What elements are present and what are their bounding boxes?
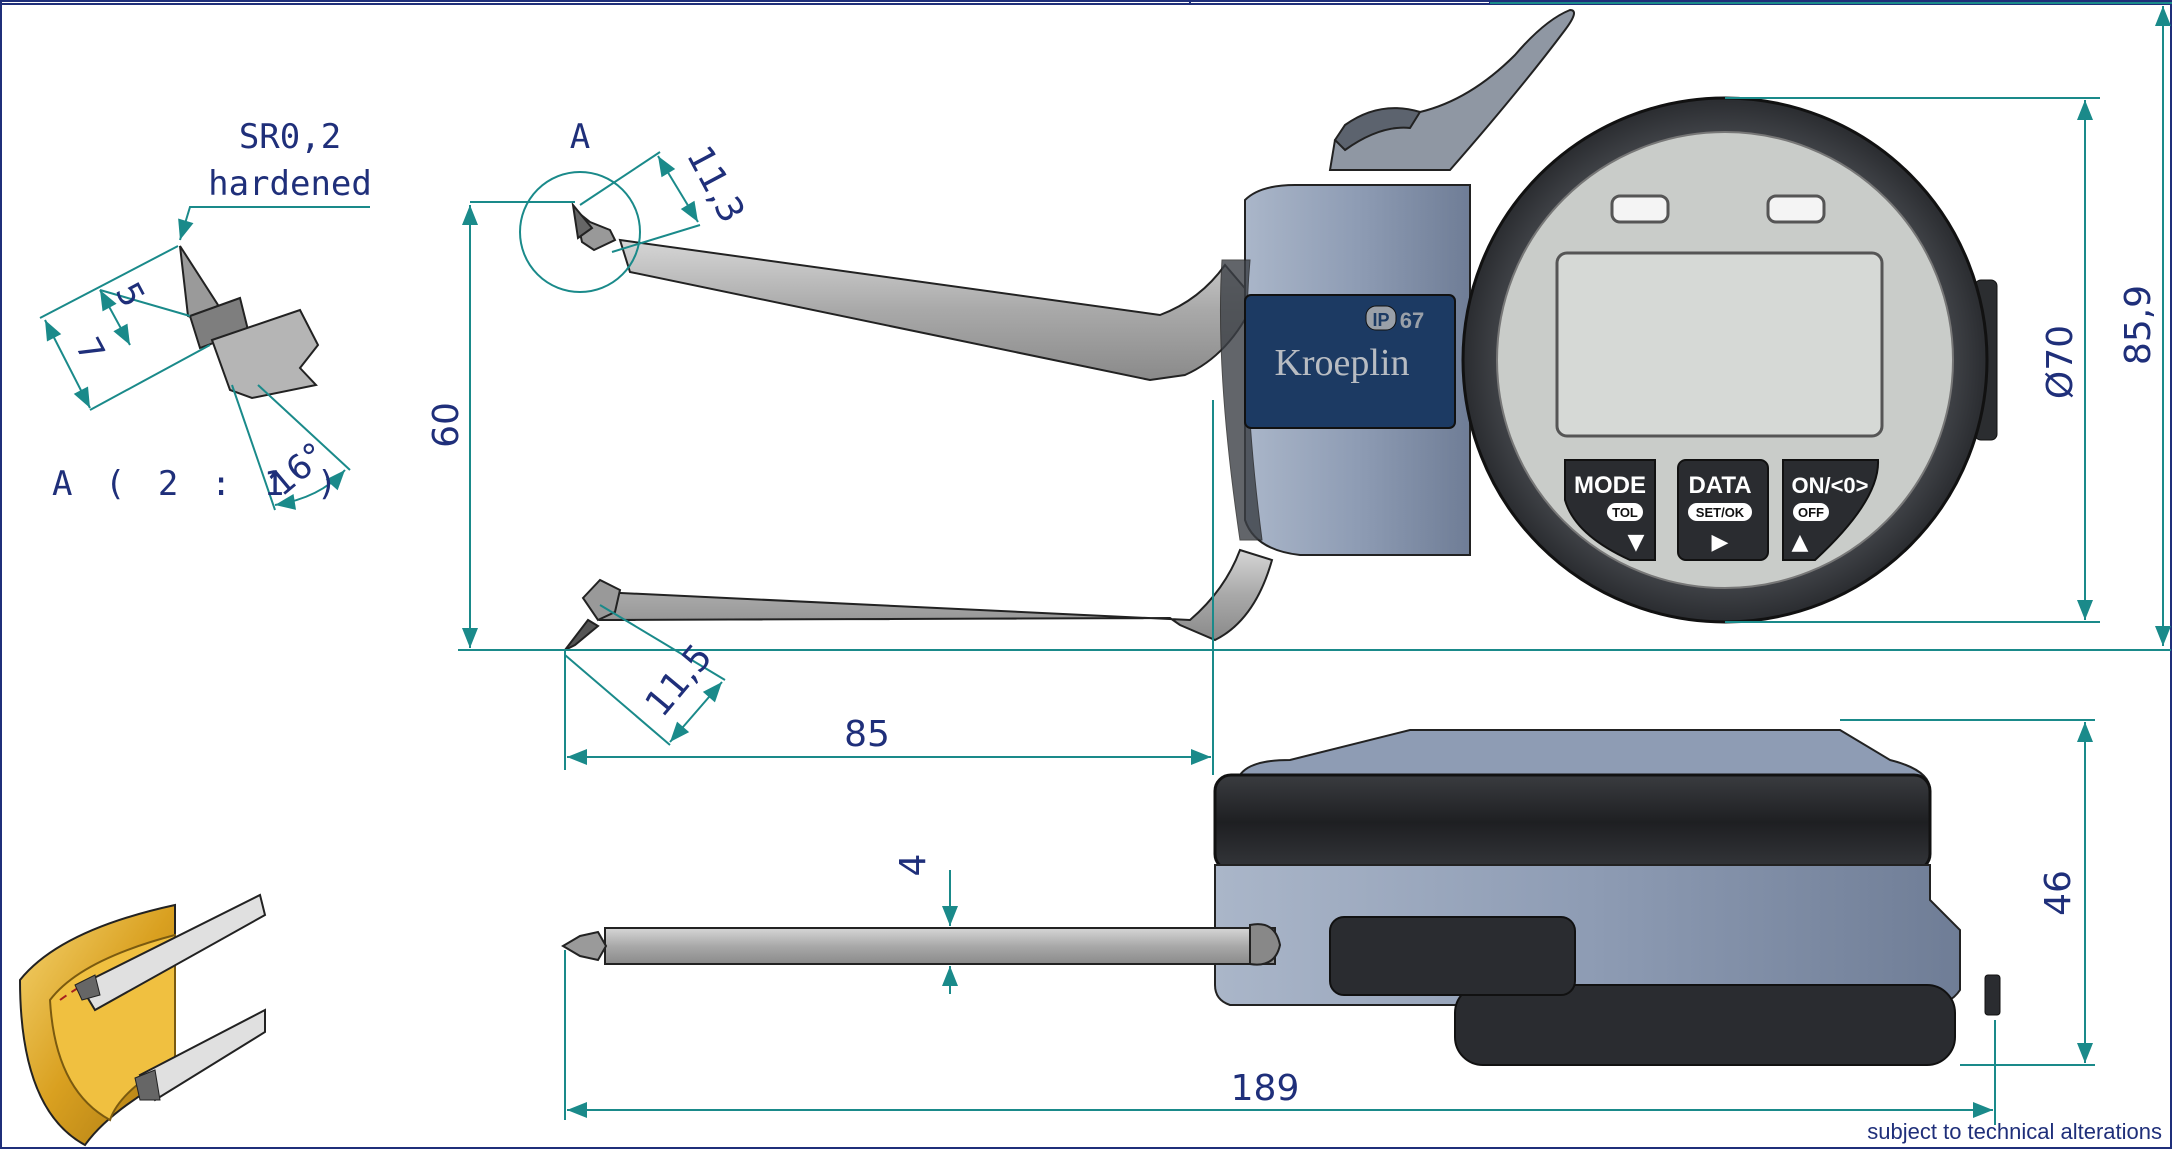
- tip-length-7: 7: [67, 331, 112, 369]
- button-on-sub: OFF: [1798, 505, 1824, 520]
- dim-arm-length: 85: [844, 714, 890, 755]
- tip-hardened-label: hardened: [208, 164, 372, 204]
- ip-badge-number: 67: [1400, 308, 1424, 333]
- dim-overall-length: 189: [1231, 1068, 1300, 1109]
- button-data-label: DATA: [1688, 472, 1751, 499]
- button-on-arrow: ▲: [1792, 530, 1809, 555]
- button-on-label: ON/<0>: [1791, 473, 1868, 498]
- side-view: [561, 729, 2001, 1066]
- button-on[interactable]: ON/<0> OFF ▲: [1782, 459, 1880, 561]
- upper-arm: [618, 238, 1257, 382]
- detail-marker: A: [570, 117, 590, 157]
- detail-a-circle: [519, 171, 641, 293]
- upper-arm-tip: [571, 201, 617, 252]
- button-data[interactable]: DATA SET/OK ▶: [1677, 459, 1769, 561]
- dim-side-height: 46: [2038, 870, 2079, 916]
- footer-note: subject to technical alterations: [1867, 1119, 2162, 1144]
- lcd-display: [1555, 251, 1884, 438]
- lower-arm: [599, 548, 1274, 642]
- dim-overall-height: 85,9: [2118, 285, 2159, 365]
- button-mode[interactable]: MODE TOL ▼: [1564, 459, 1656, 561]
- dim-jaw-height: 60: [426, 402, 467, 448]
- brand-label: Kroeplin: [1274, 342, 1409, 384]
- dim-arm-reach-top: 11,3: [678, 140, 752, 230]
- dim-dial-diameter: Ø70: [2040, 325, 2081, 399]
- detail-a-tip: [39, 206, 370, 511]
- brand-plate: [1244, 294, 1456, 429]
- button-mode-label: MODE: [1574, 472, 1646, 499]
- button-data-arrow: ▶: [1712, 530, 1729, 555]
- ip-badge-prefix: IP: [1372, 310, 1389, 330]
- upper-lever: [1328, 8, 1575, 171]
- side-view-dimensions: [564, 719, 2095, 1125]
- front-view-dimensions: [458, 2, 2172, 775]
- button-data-sub: SET/OK: [1696, 505, 1745, 520]
- tip-length-5: 5: [107, 276, 152, 314]
- lower-arm-tip: [564, 578, 622, 651]
- button-mode-sub: TOL: [1612, 505, 1638, 520]
- dim-arm-thickness: 4: [893, 854, 934, 877]
- button-mode-arrow: ▼: [1628, 530, 1645, 555]
- detail-scale-label: A ( 2 : 1 ): [52, 464, 343, 504]
- usage-illustration: [18, 893, 267, 1147]
- tip-radius-label: SR0,2: [239, 117, 341, 157]
